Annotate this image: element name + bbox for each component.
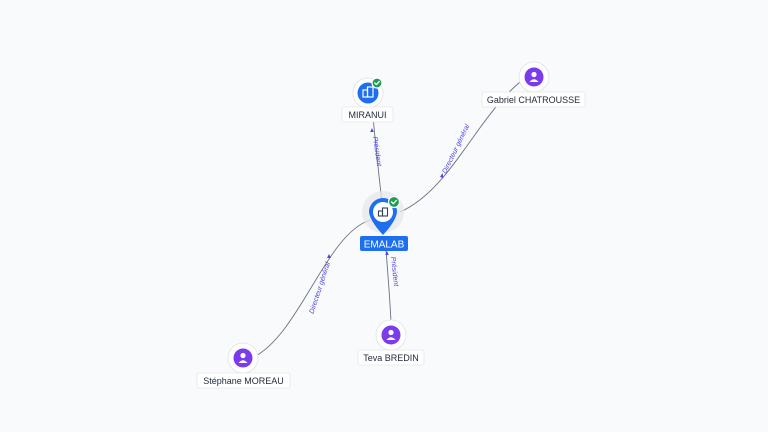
node-name-stephane: Stéphane MOREAU — [203, 376, 284, 386]
node-emalab[interactable]: EMALAB — [360, 191, 408, 251]
node-label-box — [357, 349, 425, 366]
main-label-box — [360, 236, 408, 251]
node-teva[interactable]: Teva BREDIN — [357, 319, 425, 366]
verified-badge-icon — [387, 195, 401, 209]
node-miranui[interactable]: MIRANUI — [341, 77, 394, 123]
check-icon — [374, 80, 380, 86]
node-name-emalab: EMALAB — [364, 240, 405, 251]
person-icon — [529, 71, 539, 82]
edge-arrow-miranui — [370, 128, 374, 132]
edge-label-gabriel: Directeur général — [442, 123, 472, 175]
edge-stephane[interactable]: Directeur général — [251, 219, 371, 359]
edge-label-teva: Président — [389, 256, 399, 287]
node-label-box — [196, 372, 291, 389]
node-name-miranui: MIRANUI — [349, 110, 387, 120]
edge-arrow-teva — [385, 251, 389, 255]
edge-teva[interactable]: Président — [385, 249, 399, 323]
building-icon — [362, 86, 374, 98]
person-icon — [386, 329, 396, 340]
edge-arrow-gabriel — [440, 173, 444, 178]
node-gabriel[interactable]: Gabriel CHATROUSSE — [481, 61, 586, 108]
check-icon — [390, 199, 398, 205]
node-name-gabriel: Gabriel CHATROUSSE — [487, 95, 580, 105]
edge-line-stephane — [251, 219, 371, 359]
node-label-box — [341, 106, 394, 123]
edge-label-miranui: Président — [371, 136, 382, 167]
node-name-teva: Teva BREDIN — [363, 353, 419, 363]
edge-arrow-stephane — [327, 254, 331, 258]
edge-line-teva — [385, 249, 392, 323]
edge-label-stephane: Directeur général — [309, 261, 332, 315]
building-icon — [377, 207, 389, 217]
node-stephane[interactable]: Stéphane MOREAU — [196, 342, 291, 389]
person-icon — [238, 352, 248, 363]
verified-badge-icon — [371, 77, 383, 89]
node-label-box — [481, 91, 586, 108]
